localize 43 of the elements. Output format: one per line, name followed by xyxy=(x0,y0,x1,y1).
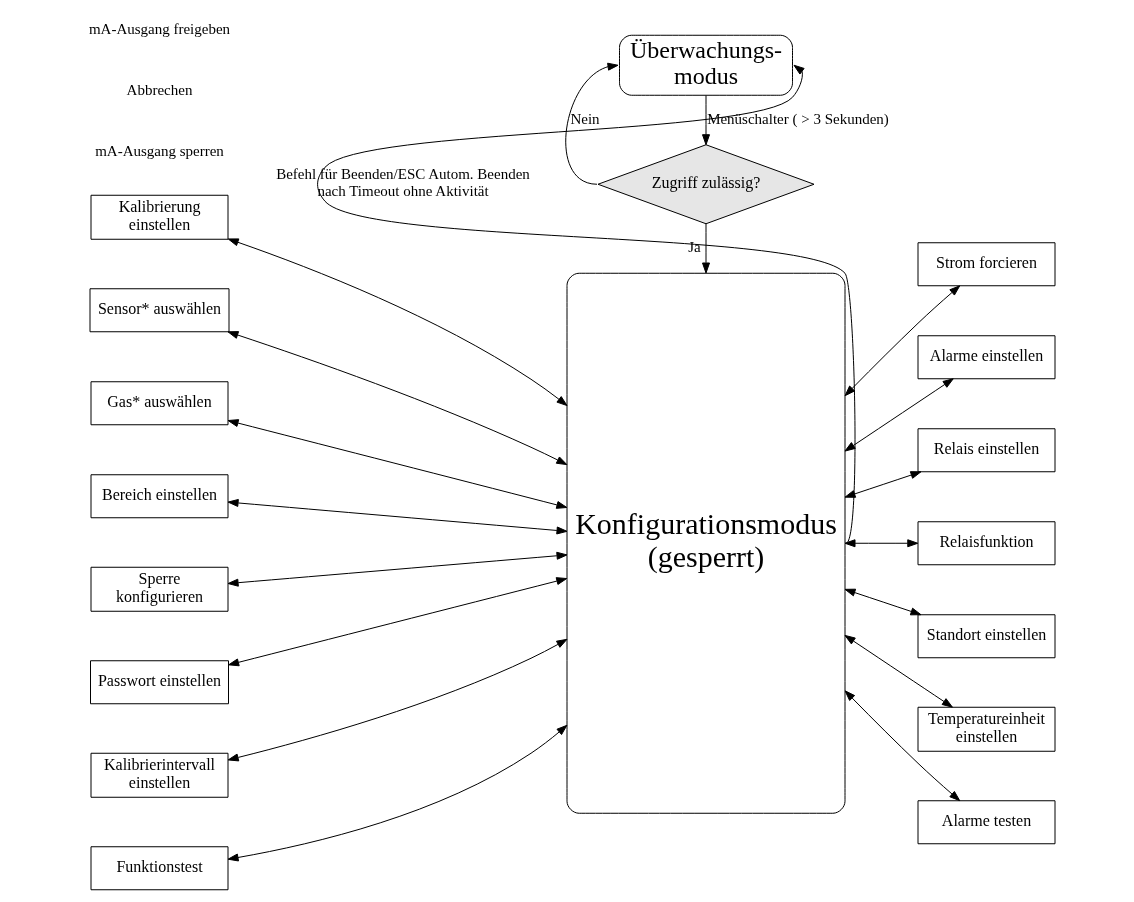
node-box: Funktionstest xyxy=(90,846,228,891)
arrow xyxy=(844,285,960,397)
node-box: Kalibrierintervall einstellen xyxy=(90,752,228,798)
arrow xyxy=(701,94,710,146)
edge-label: Menüschalter ( > 3 Sekunden) xyxy=(706,110,889,127)
node-box: Kalibrierung einstellen xyxy=(90,194,228,240)
node-diamond: Zugriff zulässig? xyxy=(597,144,814,225)
node-box: Überwachungs- modus xyxy=(618,34,793,96)
node-box: Relais einstellen xyxy=(917,428,1055,473)
arrow xyxy=(227,238,567,406)
node-box: Temperatureinheit einstellen xyxy=(917,706,1055,752)
arrow xyxy=(564,62,618,185)
arrow xyxy=(701,223,710,274)
label: mA-Ausgang sperren xyxy=(94,142,224,159)
node-box: Passwort einstellen xyxy=(89,660,229,705)
node-box: Alarme einstellen xyxy=(917,335,1055,380)
node-box: Gas* auswählen xyxy=(90,381,228,426)
arrow xyxy=(844,378,954,452)
arrow xyxy=(227,331,567,466)
arrow xyxy=(844,634,953,708)
arrow xyxy=(844,539,918,548)
arrow xyxy=(227,724,567,862)
arrow xyxy=(844,471,921,498)
label: mA-Ausgang freigeben xyxy=(88,20,230,37)
arrow xyxy=(316,64,855,544)
arrow xyxy=(227,498,567,535)
node-box: Sperre konfigurieren xyxy=(90,566,228,612)
node-box: Relaisfunktion xyxy=(917,521,1055,566)
node-box: Sensor* auswählen xyxy=(89,288,229,333)
arrow xyxy=(227,551,567,587)
label: Abbrechen xyxy=(126,81,192,98)
node-box: Alarme testen xyxy=(917,800,1055,845)
arrow xyxy=(844,690,960,802)
node-box: Standort einstellen xyxy=(917,614,1055,659)
arrow xyxy=(227,638,567,762)
edge-label: Befehl für Beenden/ESC Autom. Beenden nach Timeout ohne Aktivität xyxy=(275,166,530,200)
edge-label: Nein xyxy=(569,110,600,127)
node-box: Konfigurationsmodus (gesperrt) xyxy=(566,272,845,814)
arrow xyxy=(227,419,567,509)
arrow xyxy=(844,588,921,616)
arrow xyxy=(227,577,567,667)
node-box: Bereich einstellen xyxy=(90,474,228,519)
node-box: Strom forcieren xyxy=(917,242,1055,287)
